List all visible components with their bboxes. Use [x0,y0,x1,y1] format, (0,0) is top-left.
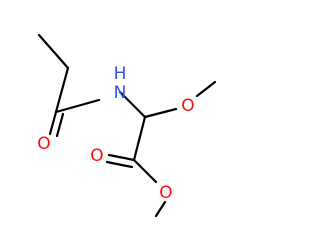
atom-label-oxygen-ether: O [181,96,194,116]
bond-ester-co-double-b [105,160,134,169]
bond-ch3-ch2 [37,33,70,70]
bond-ch-ester-c [132,115,147,162]
atom-label-nitrogen: N [114,83,127,103]
bond-amide-co-double-b [55,112,65,138]
atom-label-oxygen-ester: O [159,183,172,203]
bond-ch-o-ether [143,107,178,119]
atom-label-group: H N O O O O [37,64,194,203]
bond-carbonyl-c-n [54,98,101,114]
bond-ch2-carbonyl-c [54,66,70,114]
bond-ester-c-o [132,158,158,184]
atom-label-oxygen-ester-carbonyl: O [90,146,103,166]
atom-label-hydrogen: H [114,64,127,84]
bond-ester-co-double-a [107,153,136,162]
molecule-structure-diagram: H N O O O O [37,33,217,218]
bond-group [37,33,217,218]
bond-o-ether-ch3 [195,80,217,98]
bond-n-ch [118,90,147,119]
atom-label-oxygen-amide-carbonyl: O [37,134,50,154]
bond-o-ester-ch3 [154,200,167,218]
bond-amide-co-double-a [48,110,58,136]
